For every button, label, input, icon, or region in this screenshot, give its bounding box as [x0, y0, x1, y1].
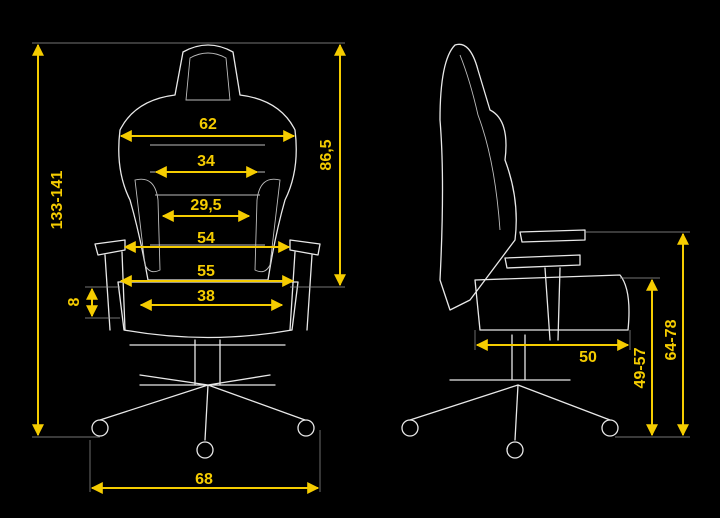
backrest-height-label: 86,5 [318, 139, 335, 170]
side-view-chair [401, 43, 630, 459]
lumbar-width-label: 29,5 [190, 197, 221, 214]
seat-depth-label: 50 [579, 349, 597, 366]
base-width-label: 68 [195, 471, 213, 488]
front-view-chair [91, 44, 321, 459]
upper-back-width-label: 34 [197, 153, 215, 170]
seat-width-label: 55 [197, 263, 215, 280]
seat-height-label: 49-57 [632, 347, 649, 388]
cushion-thickness-label: 8 [66, 297, 83, 306]
dimension-lines [32, 43, 689, 494]
armrest-inner-width-label: 54 [197, 230, 215, 247]
shoulder-width-label: 62 [199, 116, 217, 133]
seat-inner-width-label: 38 [197, 288, 215, 305]
armrest-height-label: 64-78 [663, 319, 680, 360]
dimension-labels: 133-141 86,5 62 34 29,5 54 55 38 8 68 50… [49, 116, 680, 488]
total-height-label: 133-141 [49, 171, 66, 230]
extension-lines [32, 42, 690, 492]
